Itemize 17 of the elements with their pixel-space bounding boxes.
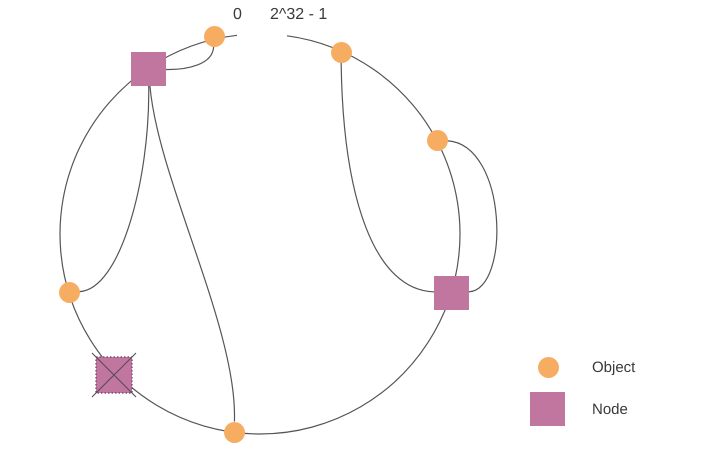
object-circle: [330, 42, 352, 62]
range-label: 0: [233, 7, 242, 23]
range-label: 2^32 - 1: [270, 7, 328, 23]
object-circle: [224, 422, 244, 442]
node-square: [434, 276, 469, 310]
connector-curve: [340, 62, 434, 293]
crossed-out-square: [92, 353, 136, 397]
legend-label: Node: [592, 402, 628, 417]
connector-curve: [166, 46, 214, 70]
connector-curve: [79, 86, 150, 292]
object-circle: [426, 130, 448, 150]
object-circle: [58, 282, 80, 302]
object-circle: [204, 26, 224, 46]
legend-label: Object: [592, 360, 636, 375]
node-square: [131, 52, 166, 86]
connector-curve: [447, 140, 498, 292]
connector-curve: [149, 86, 235, 422]
